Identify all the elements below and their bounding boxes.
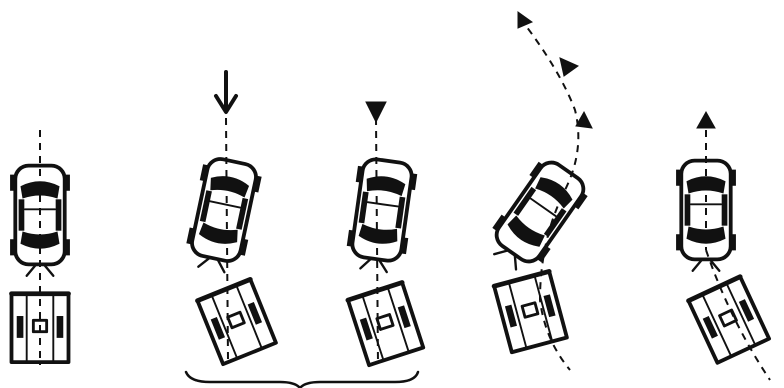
stage-1-car-and-trailer [8,130,72,365]
down-arrow-icon [365,101,387,124]
up-arrow-icon [517,11,534,29]
up-arrow-icon [575,110,593,129]
grouping-bracket [184,370,420,388]
down-arrow-icon [214,70,238,114]
stage-3-car-and-trailer [342,101,423,365]
up-arrow-icon [559,57,580,77]
stage-5-car-and-trailer [674,110,770,381]
stage-4-car-and-trailer [479,11,595,371]
up-arrow-icon [696,110,716,129]
stage-2-car-and-trailer [180,70,276,364]
